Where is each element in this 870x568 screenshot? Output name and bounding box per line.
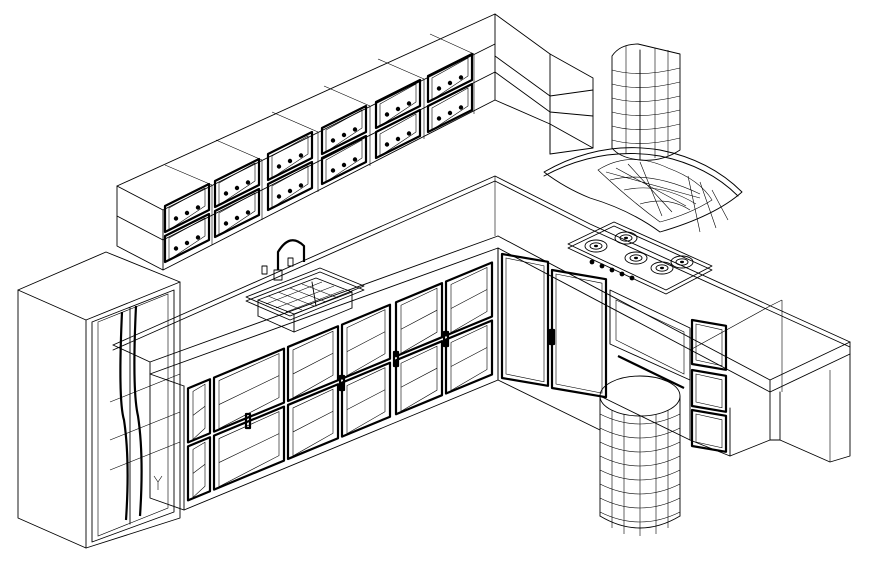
corner-upper-shelf [494,13,594,155]
hob-knob-3 [619,271,625,277]
sink [245,239,365,333]
base-door-top-2 [286,325,340,403]
burner-1 [614,231,638,245]
cabinet-knob [298,153,304,158]
cabinet-knob [436,86,442,91]
cabinet-knob [195,205,201,210]
upper-door-bottom-2 [266,160,314,212]
cylindrical-column-base [599,375,681,536]
chimney-range-hood [543,43,743,233]
cabinet-knob [436,116,442,121]
cabinet-knob [330,168,336,173]
hob-knob-2 [609,267,615,273]
door-handle-0 [244,412,252,430]
base-door-top-5 [444,261,494,337]
upper-door-top-4 [374,78,422,130]
right-door-0 [500,252,550,387]
door-handle-2 [392,350,400,368]
cabinet-knob [298,183,304,188]
upper-wall-cabinets [116,13,496,271]
cabinet-knob [223,191,229,196]
upper-door-bottom-4 [374,108,422,160]
right-door-2 [690,318,728,371]
base-door-bottom-1 [212,405,286,491]
upper-door-top-5 [426,52,474,104]
burner-3 [650,261,674,275]
cabinet-knob [234,185,240,191]
cabinet-knob [287,158,293,164]
cabinet-knob [458,105,464,110]
cabinet-knob [184,240,190,246]
base-door-top-4 [394,282,444,358]
cabinet-knob [447,110,453,116]
cabinet-knob [395,136,401,142]
burner-4 [670,255,694,269]
cabinet-knob [352,127,358,132]
cabinet-knob [223,221,229,226]
cabinet-knob [245,210,251,215]
hob-knob-0 [589,259,595,265]
upper-door-top-3 [320,104,368,156]
cabinet-knob [245,180,251,185]
cabinet-knob [406,131,412,136]
burner-0 [584,239,608,253]
upper-cabinet-doors [163,52,474,264]
oven [609,289,691,389]
countertop [112,175,851,393]
cabinet-knob [173,246,179,251]
base-door-top-1 [212,347,286,433]
base-door-bottom-5 [444,319,494,395]
base-door-bottom-3 [340,361,392,438]
upper-door-bottom-3 [320,134,368,186]
base-door-bottom-2 [286,383,340,461]
cabinet-knob [341,162,347,168]
right-door-3 [690,368,728,413]
door-handle-1 [338,374,346,392]
cabinet-knob [276,164,282,169]
cabinet-knob [330,138,336,143]
cabinet-knob [406,101,412,106]
cabinet-knob [234,215,240,221]
cabinet-knob [447,80,453,86]
refrigerator [17,251,181,549]
cabinet-knob [458,75,464,80]
base-cabinets [149,247,731,511]
right-door-1 [550,268,608,399]
cabinet-knob [352,157,358,162]
upper-door-bottom-1 [213,187,261,239]
upper-door-top-0 [163,182,211,234]
cabinet-knob [184,210,190,216]
upper-door-top-1 [213,157,261,209]
base-door-bottom-4 [394,340,444,416]
base-door-top-0 [186,378,212,444]
hob-knob-1 [599,263,605,269]
peninsula-counter [689,299,851,463]
cabinet-knob [173,216,179,221]
right-door-4 [690,408,728,453]
gas-hob [567,221,713,295]
upper-door-top-2 [266,130,314,182]
hob-knob-4 [629,275,635,281]
upper-door-bottom-0 [163,212,211,264]
base-door-bottom-0 [186,436,212,502]
base-door-top-3 [340,303,392,380]
upper-door-bottom-5 [426,82,474,134]
cabinet-knob [384,112,390,117]
cabinet-knob [395,106,401,112]
door-handle-3 [442,330,450,348]
cabinet-knob [341,132,347,138]
cabinet-knob [276,194,282,199]
cabinet-knob [195,235,201,240]
cabinet-knob [287,188,293,194]
burner-2 [624,251,648,265]
cabinet-knob [384,142,390,147]
